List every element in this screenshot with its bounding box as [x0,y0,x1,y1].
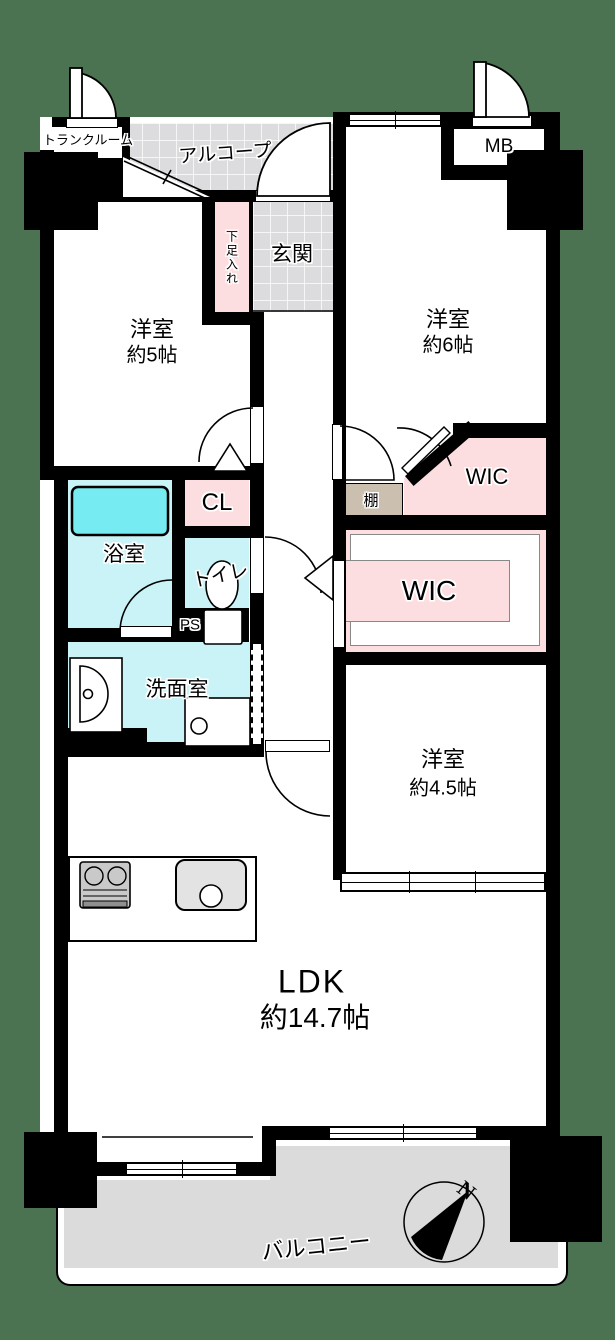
pillar-bottom-left [24,1132,97,1208]
wall-shoe-left [202,198,215,318]
balcony-floor-left [64,1180,270,1268]
pillar-top-left [24,152,98,230]
bedroom5-name-label: 洋室 [129,317,175,342]
kitchen-counter [68,856,257,942]
bedroom6-size-label: 約6帖 [422,334,474,357]
meter-box-label: MB [484,136,514,157]
door-leaf-bedroom6 [332,424,343,480]
opening-washroom-dashed [251,644,263,744]
door-leaf-ldk [265,740,330,752]
wall-wic-large-bottom [333,652,546,665]
entrance-floor [253,198,333,312]
wall-left-lower [54,480,68,1132]
wall-bottom-step [262,1126,276,1176]
wall-mb-left [441,117,452,180]
opening-wic-large [333,560,345,648]
closet-label: CL [201,489,233,516]
door-leaf-bedroom5 [250,406,264,464]
wall-bath-closet [172,480,185,628]
washroom-label: 洗面室 [145,678,209,701]
ldk-size-label: 約14.7帖 [259,1002,371,1033]
sill-mb-door [472,115,532,127]
wall-bedroom5-bottom [40,466,250,480]
wall-washroom-bottom-right [140,742,264,757]
bedroom6-name-label: 洋室 [425,307,471,332]
bathroom-label: 浴室 [103,543,145,566]
door-leaf-entrance [255,190,331,202]
closet-box [185,480,249,526]
pillar-bottom-right [510,1136,602,1242]
shoe-cabinet-label: 下足入れ [224,230,239,286]
shelf-label: 棚 [363,492,379,510]
bedroom5-size-label: 約5帖 [126,344,178,367]
wall-hall-right [333,126,346,880]
wic-small-label: WIC [465,464,509,489]
sliding-partition-bedroom45 [340,871,546,893]
wall-right [546,117,560,1140]
wall-trunk-right [122,117,130,162]
wall-wic-small-top [453,423,546,438]
window-ldk-right [328,1124,478,1142]
shoe-cabinet-box [215,202,249,315]
wall-closet-bottom [185,526,264,538]
mb-door-icon [473,61,530,118]
wall-shoe-bottom [202,312,264,325]
bedroom45-size-label: 約4.5帖 [409,777,477,800]
pipe-space-label: PS [179,616,201,634]
trunk-door-icon [69,67,117,119]
pillar-top-right [507,150,583,230]
sill-trunk-door [66,118,118,128]
window-bedroom6-top [348,111,442,129]
window-ldk-left [125,1160,238,1178]
wall-washroom-bottom-left [54,728,147,757]
wall-shoe-right [249,198,253,315]
wic-large-label: WIC [401,575,457,606]
trunk-room-label: トランクルーム [42,132,134,148]
door-leaf-toilet [250,537,264,594]
wall-wic-divider [333,515,546,530]
wic-large-inner [346,560,510,622]
door-leaf-bath [120,626,172,638]
bedroom45-name-label: 洋室 [420,747,466,772]
ldk-name-label: LDK [277,963,347,1000]
wall-left-upper [40,150,54,480]
entrance-label: 玄関 [271,243,313,266]
